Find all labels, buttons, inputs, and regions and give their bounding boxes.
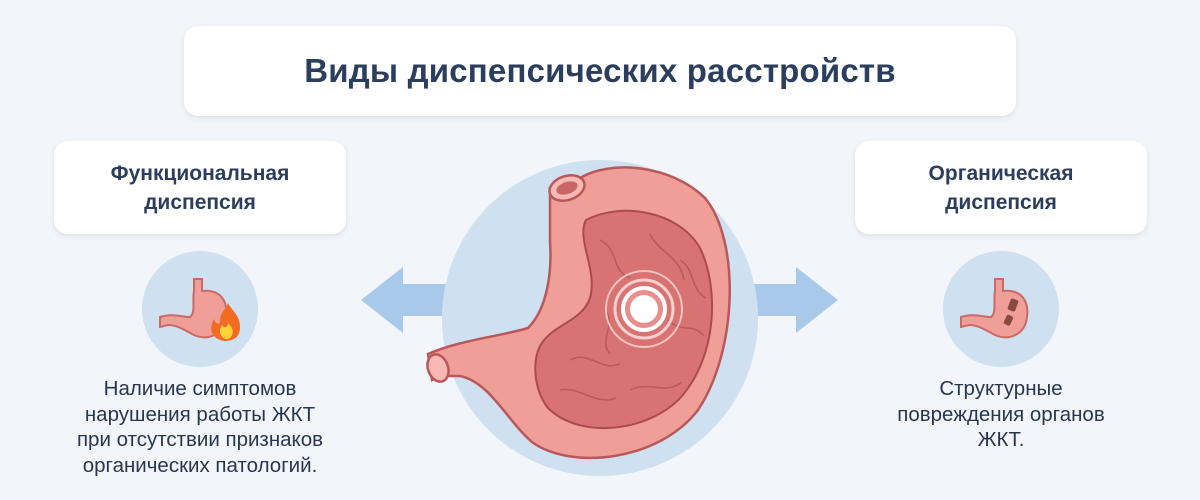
organic-dyspepsia-card: Органическая диспепсия bbox=[855, 141, 1147, 234]
lesion-mark-2 bbox=[1003, 314, 1014, 326]
right-arrow-icon bbox=[748, 267, 838, 333]
functional-dyspepsia-label: Функциональная диспепсия bbox=[110, 161, 290, 214]
functional-dyspepsia-card: Функциональная диспепсия bbox=[54, 141, 346, 234]
page-title: Виды диспепсических расстройств bbox=[304, 52, 896, 89]
fire-icon bbox=[211, 303, 240, 341]
lesion-mark-1 bbox=[1007, 298, 1019, 312]
duodenum-opening bbox=[426, 353, 450, 383]
functional-dyspepsia-description: Наличие симптомов нарушения работы ЖКТ п… bbox=[76, 377, 324, 477]
pain-center-dot bbox=[630, 295, 658, 323]
fire-inner bbox=[219, 323, 233, 339]
left-arrow-icon bbox=[361, 267, 451, 333]
organic-dyspepsia-label: Органическая диспепсия bbox=[928, 161, 1074, 214]
stomach-with-fire-icon bbox=[142, 251, 258, 367]
organic-dyspepsia-description: Структурные повреждения органов ЖКТ. bbox=[897, 377, 1105, 451]
pain-ring-mid bbox=[613, 278, 675, 340]
pain-ring-outer bbox=[605, 270, 683, 348]
stomach-cross-section-illustration bbox=[426, 160, 758, 476]
title-card: Виды диспепсических расстройств bbox=[184, 26, 1016, 116]
damaged-stomach-icon bbox=[943, 251, 1059, 367]
